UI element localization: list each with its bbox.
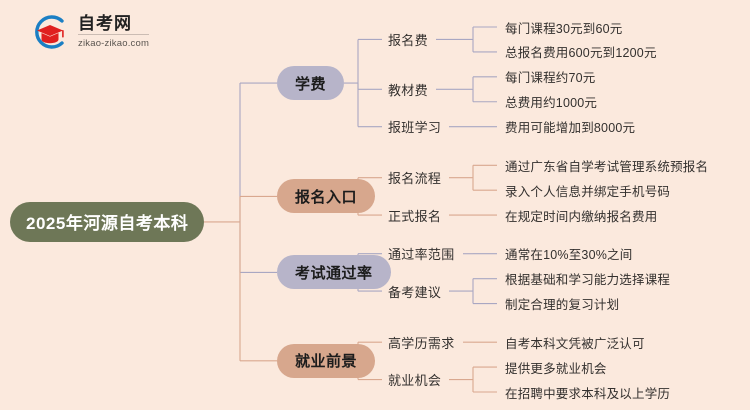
sub-node-1-1[interactable]: 报名费: [388, 32, 428, 48]
logo-subtitle: zikao-zikao.com: [78, 38, 150, 49]
leaf-node-4-2-2[interactable]: 在招聘中要求本科及以上学历: [505, 386, 671, 401]
leaf-node-1-1-1[interactable]: 每门课程30元到60元: [505, 21, 623, 36]
root-node[interactable]: 2025年河源自考本科: [10, 201, 205, 242]
branch-node-1[interactable]: 学费: [277, 66, 345, 101]
logo-text-block: 自考网 zikao-zikao.com: [76, 14, 150, 50]
sub-node-1-2[interactable]: 教材费: [388, 82, 428, 98]
leaf-node-3-1-1[interactable]: 通常在10%至30%之间: [505, 248, 633, 263]
sub-node-2-2[interactable]: 正式报名: [388, 208, 442, 224]
leaf-node-1-2-1[interactable]: 每门课程约70元: [505, 71, 596, 86]
branch-node-3[interactable]: 考试通过率: [277, 255, 391, 290]
sub-node-4-1[interactable]: 高学历需求: [388, 335, 455, 351]
branch-node-4[interactable]: 就业前景: [277, 343, 376, 378]
site-logo: 自考网 zikao-zikao.com: [30, 12, 150, 52]
branch-node-2[interactable]: 报名入口: [277, 179, 376, 214]
leaf-node-1-3-1[interactable]: 费用可能增加到8000元: [505, 121, 636, 136]
leaf-node-1-1-2[interactable]: 总报名费用600元到1200元: [505, 46, 657, 61]
sub-node-4-2[interactable]: 就业机会: [388, 373, 442, 389]
leaf-node-4-2-1[interactable]: 提供更多就业机会: [505, 361, 607, 376]
leaf-node-2-2-1[interactable]: 在规定时间内缴纳报名费用: [505, 209, 658, 224]
sub-node-3-2[interactable]: 备考建议: [388, 284, 442, 300]
sub-node-2-1[interactable]: 报名流程: [388, 171, 442, 187]
sub-node-3-1[interactable]: 通过率范围: [388, 247, 455, 263]
leaf-node-2-1-2[interactable]: 录入个人信息并绑定手机号码: [505, 184, 671, 199]
logo-title: 自考网: [78, 14, 150, 35]
leaf-node-3-2-1[interactable]: 根据基础和学习能力选择课程: [505, 273, 671, 288]
leaf-node-2-1-1[interactable]: 通过广东省自学考试管理系统预报名: [505, 159, 709, 174]
leaf-node-4-1-1[interactable]: 自考本科文凭被广泛认可: [505, 336, 645, 351]
leaf-node-3-2-2[interactable]: 制定合理的复习计划: [505, 298, 620, 313]
graduation-cap-icon: [35, 15, 64, 49]
sub-node-1-3[interactable]: 报班学习: [388, 120, 442, 136]
leaf-node-1-2-2[interactable]: 总费用约1000元: [505, 96, 598, 111]
